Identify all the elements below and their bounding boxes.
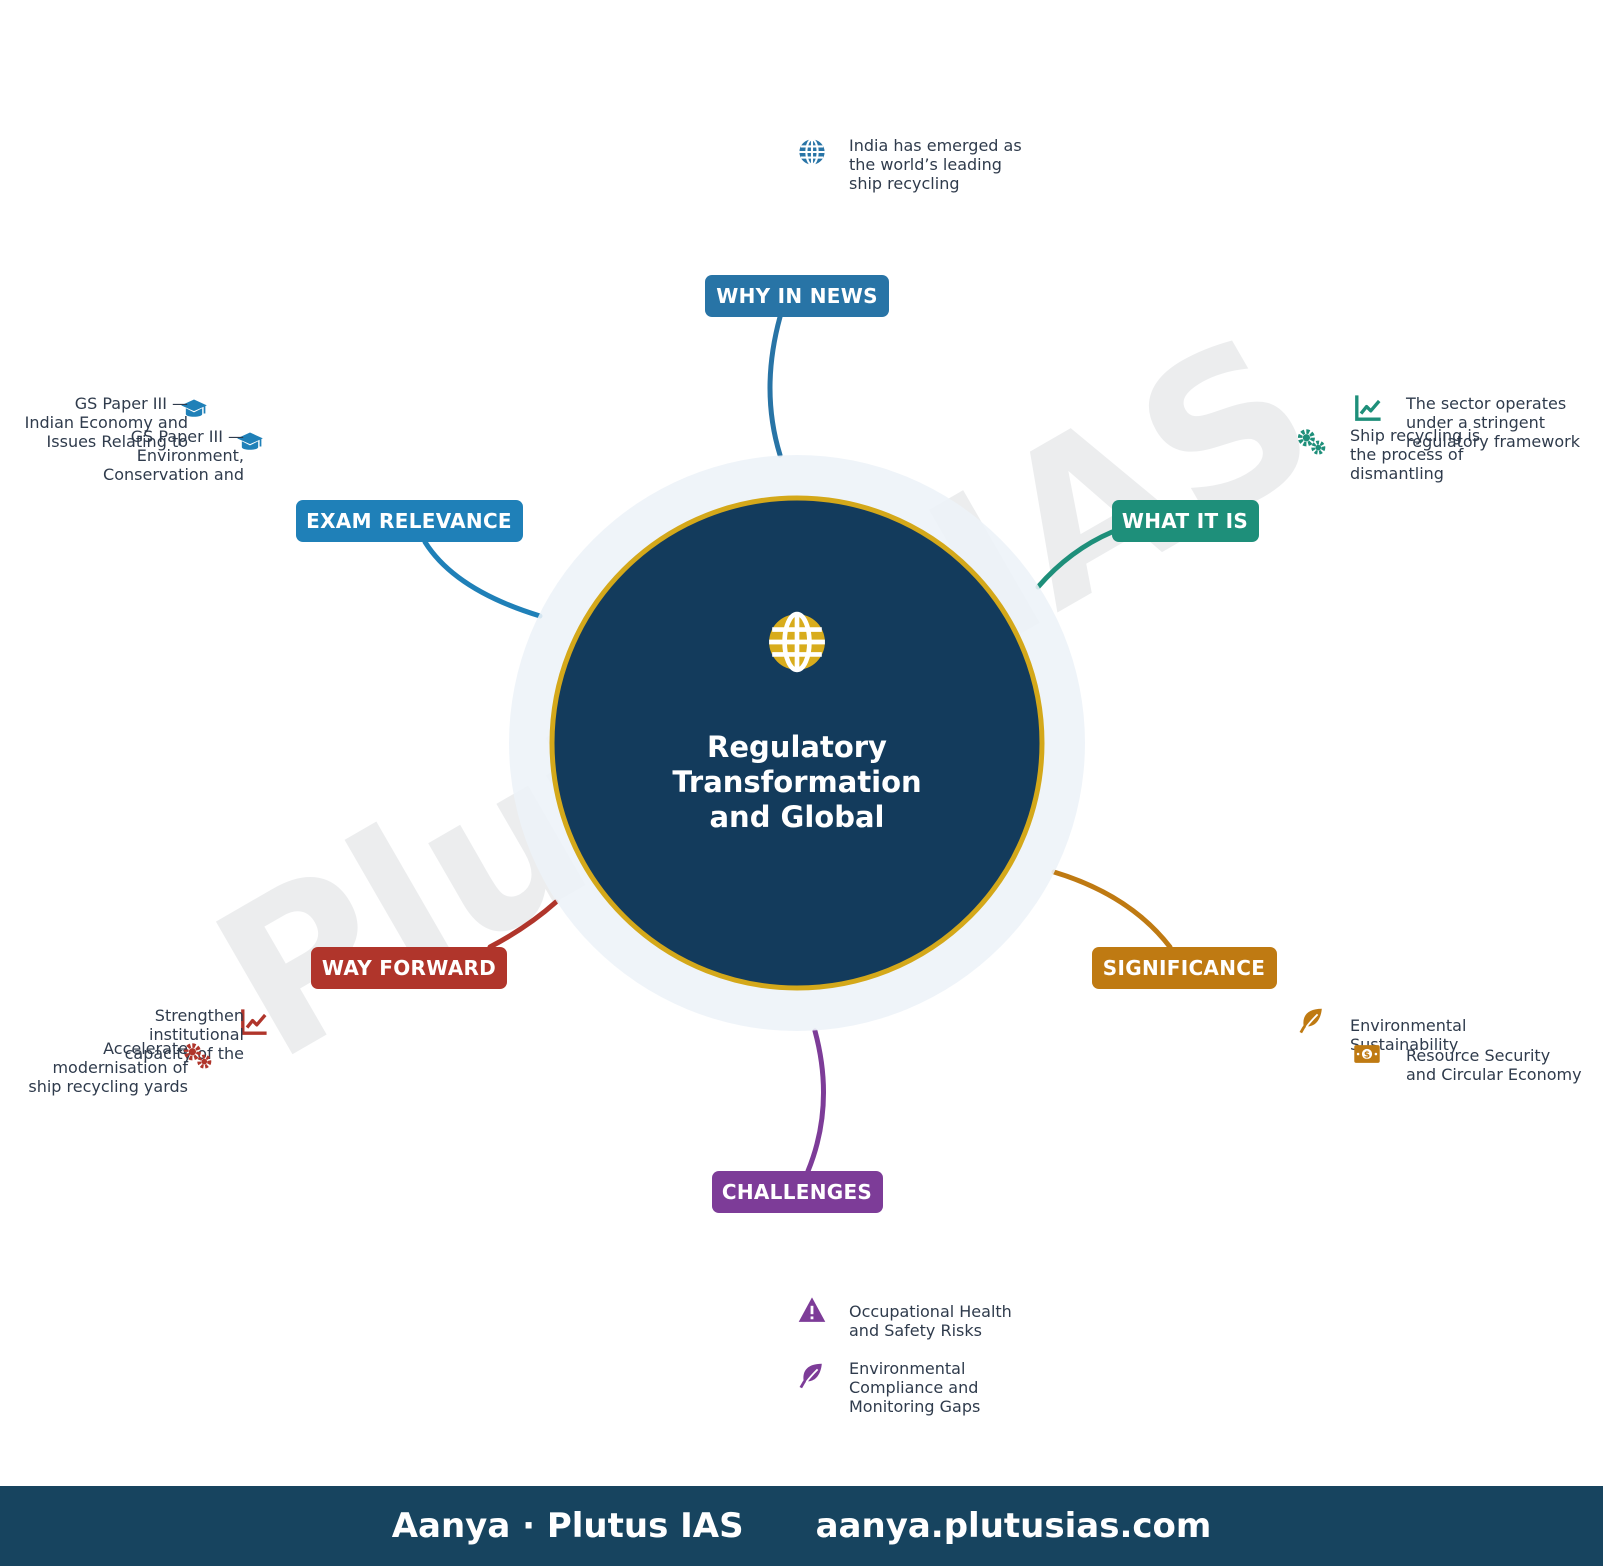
leaf-text-line: regulatory framework [1406,432,1581,451]
leaf-text-line: Monitoring Gaps [849,1397,980,1416]
branch-way[interactable]: WAY FORWARD Strengtheninstitutionalcapaci… [28,947,507,1096]
connector-what [1035,529,1115,590]
leaf-text-line: Environment, [137,446,244,465]
connector-way [487,899,559,950]
leaf-text-line: GS Paper III — [75,394,188,413]
branch-significance[interactable]: SIGNIFICANCEEnvironmentalSustainabilityR… [1092,947,1582,1084]
leaf-text-line: ship recycling yards [28,1077,188,1096]
warning-icon [798,1297,826,1322]
branch-pill-significance[interactable] [1092,947,1277,989]
branch-pill-exam[interactable] [296,500,523,542]
center-title-line-3: and Global [709,800,884,834]
leaf-text-line: Indian Economy and [25,413,188,432]
branch-label-challenges: CHALLENGES [722,1180,872,1204]
leaf-text-line: Strengthen [155,1006,244,1025]
branch-label-why: WHY IN NEWS [716,284,878,308]
branch-label-exam: EXAM RELEVANCE [306,509,512,533]
connectors [422,314,1173,1174]
connector-exam [422,539,543,619]
leaf-text-line: institutional [149,1025,244,1044]
connector-significance [1051,869,1173,950]
footer: Aanya · Plutus IAS aanya.plutusias.com [0,1486,1603,1566]
globe-icon [798,138,826,166]
leaf-text-line: under a stringent [1406,413,1545,432]
center-title-line-1: Regulatory [707,730,887,764]
leaf-text-line: modernisation of [52,1058,188,1077]
leaf-text-line: ship recycling [849,174,959,193]
center-globe-icon [769,614,825,670]
leaf-text-line: Compliance and [849,1378,978,1397]
leaf-text-line: Environmental [1350,1016,1466,1035]
chart-line-icon [1355,394,1382,421]
branch-pill-way[interactable] [311,947,507,989]
center-node[interactable] [549,495,1045,991]
leaf-text-line: dismantling [1350,464,1444,483]
branch-label-significance: SIGNIFICANCE [1103,956,1265,980]
connector-challenges [805,1028,826,1174]
leaf-text-line: and Safety Risks [849,1321,982,1340]
branch-label-what: WHAT IT IS [1122,509,1248,533]
money-bill-icon [1354,1045,1380,1063]
branch-exam[interactable]: EXAM RELEVANCE GS Paper III —Indian Econo… [25,394,523,542]
leaf-icon [799,1362,824,1389]
leaf-text-line: Environmental [849,1359,965,1378]
footer-brand: Aanya · Plutus IAS [391,1506,744,1546]
leaf-text-line: the process of [1350,445,1464,464]
leaf-text-line: Conservation and [103,465,244,484]
leaf-text-line: the world’s leading [849,155,1002,174]
mind-map-canvas: $ Plutus IAS Regulatory Transformation a… [25,136,1582,1416]
leaf-icon [1299,1007,1324,1034]
branch-pill-challenges[interactable] [712,1171,883,1213]
leaf-text-line: Resource Security [1406,1046,1550,1065]
leaf-exam-2: GS Paper III —Environment,Conservation a… [103,427,264,484]
leaf-text-line: India has emerged as [849,136,1022,155]
leaf-text-line: capacity of the [125,1044,244,1063]
leaf-text-line: The sector operates [1405,394,1566,413]
leaf-text-line: GS Paper III — [131,427,244,446]
leaf-text-line: and Circular Economy [1406,1065,1582,1084]
leaf-text-line: Occupational Health [849,1302,1012,1321]
branch-label-way: WAY FORWARD [322,956,496,980]
leaf-text-line: Ship recycling is [1350,426,1480,445]
connector-why [767,314,783,458]
footer-url[interactable]: aanya.plutusias.com [815,1506,1212,1546]
leaf-text-line: Accelerate [103,1039,188,1058]
leaf-text-line: Issues Relating to [47,432,188,451]
center-title-line-2: Transformation [672,765,921,799]
branch-pill-why[interactable] [705,275,889,317]
branch-pill-what[interactable] [1112,500,1259,542]
